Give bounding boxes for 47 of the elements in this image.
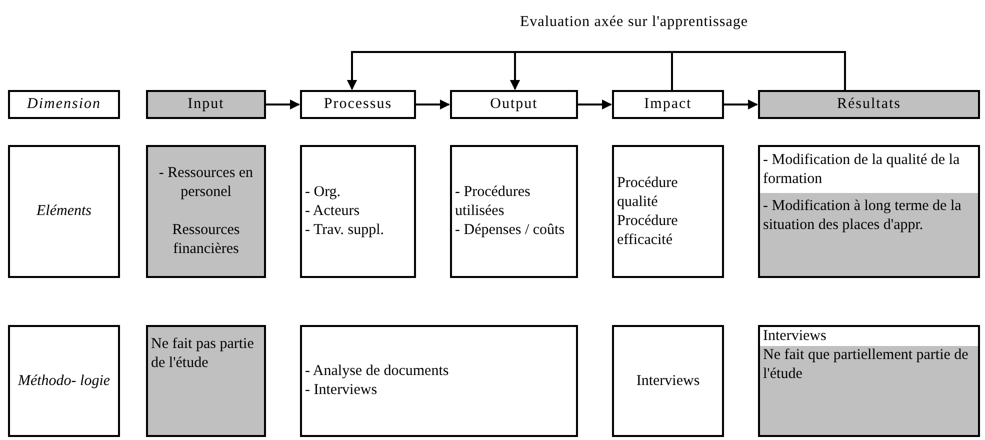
table-box <box>146 325 266 437</box>
box-text: - Acteurs <box>304 202 361 221</box>
table-box <box>300 145 416 278</box>
box-text: Processus <box>322 95 394 114</box>
box-text: Ne fait pas partie de l'étude <box>150 335 255 373</box>
box-text: Ressources financières <box>171 221 241 259</box>
table-box <box>450 145 578 278</box>
box-text: - Org. <box>304 183 342 202</box>
box-text: Eléments <box>35 202 92 221</box>
box-text: Procédure efficacité <box>616 212 679 250</box>
box-text: - Trav. suppl. <box>304 221 386 240</box>
arrow <box>416 100 450 110</box>
arrow <box>578 100 612 110</box>
table-box <box>612 145 724 278</box>
header-box <box>758 90 980 119</box>
box-text: Dimension <box>26 95 102 114</box>
box-text: - Interviews <box>304 381 378 400</box>
box-text: - Procédures utilisées <box>454 183 532 221</box>
box-text: Résultats <box>836 95 902 114</box>
table-box <box>758 325 980 437</box>
box-text: Ne fait que partiellement partie de l'étude <box>760 346 978 435</box>
header-box <box>146 90 266 119</box>
box-text: - Analyse de documents <box>304 362 450 381</box>
box-text: Interviews <box>635 372 701 390</box>
loop-caption: Evaluation axée sur l'apprentissage <box>520 14 748 31</box>
table-box <box>8 325 120 437</box>
arrow <box>724 100 758 110</box>
box-text: Méthodo- logie <box>16 372 112 390</box>
box-text: Impact <box>643 95 693 114</box>
table-box <box>758 145 980 278</box>
header-box <box>450 90 578 119</box>
box-text: Procédure qualité <box>616 174 679 212</box>
box-text: Output <box>489 95 539 114</box>
header-box <box>300 90 416 119</box>
header-box <box>612 90 724 119</box>
box-text: - Modification à long terme de la situation des places d'appr. <box>760 193 978 276</box>
box-text: - Dépenses / coûts <box>454 221 566 240</box>
box-text: - Modification de la qualité de la formation <box>762 151 961 189</box>
table-box <box>146 145 266 278</box>
box-text: Interviews <box>762 327 828 346</box>
table-box <box>300 325 578 437</box>
header-box <box>8 90 120 119</box>
table-box <box>612 325 724 437</box>
box-text: Input <box>186 95 226 114</box>
arrow <box>266 100 300 110</box>
box-text: - Ressources en personel <box>158 164 254 202</box>
table-box <box>8 145 120 278</box>
